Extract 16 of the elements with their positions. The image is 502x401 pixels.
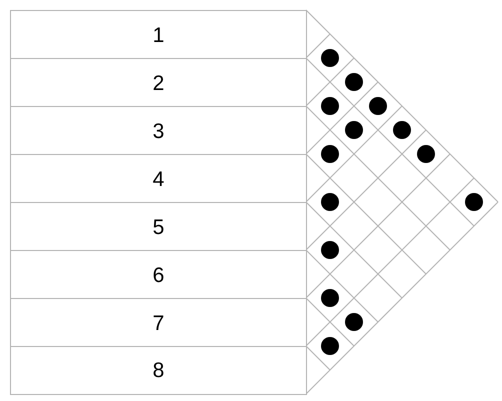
row-box	[10, 346, 307, 395]
row-box	[10, 58, 307, 107]
row-number: 8	[152, 360, 164, 381]
row-number: 7	[152, 312, 164, 334]
row-number: 6	[152, 264, 164, 286]
row-number: 5	[152, 216, 164, 238]
row-box	[10, 10, 307, 59]
row-number: 1	[152, 24, 164, 46]
row-box	[10, 154, 307, 203]
row-number: 3	[152, 120, 164, 142]
row-box	[10, 202, 307, 251]
row-box	[10, 106, 307, 155]
row-box	[10, 250, 307, 299]
row-number: 4	[152, 168, 164, 190]
row-number: 2	[152, 72, 164, 94]
row-box	[10, 298, 307, 347]
